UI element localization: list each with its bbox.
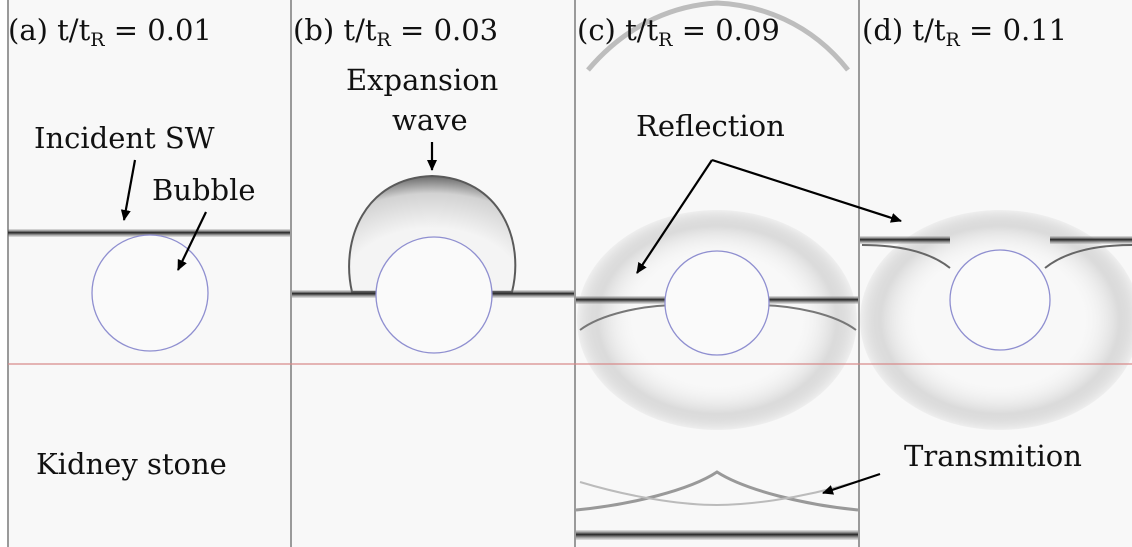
label-bubble: Bubble bbox=[152, 173, 256, 207]
bubble-b bbox=[375, 236, 493, 354]
shock-front-d-left bbox=[860, 236, 950, 244]
panel-label-a: (a) t/tR = 0.01 bbox=[8, 13, 212, 51]
shock-front-d-right bbox=[1050, 236, 1132, 244]
arrow-incident-sw bbox=[120, 159, 137, 221]
label-incident-sw: Incident SW bbox=[34, 121, 215, 155]
bubble-d bbox=[949, 249, 1051, 351]
arrow-reflection-d bbox=[711, 158, 902, 223]
incident-shock-front-a bbox=[8, 229, 290, 237]
transmitted-wave-c-lower bbox=[579, 481, 857, 507]
bubble-a bbox=[91, 234, 209, 352]
label-reflection: Reflection bbox=[636, 109, 785, 143]
label-wave: wave bbox=[392, 103, 468, 137]
transmitted-wave-c bbox=[575, 470, 859, 512]
bubble-c bbox=[664, 250, 770, 356]
arrow-reflection-c bbox=[636, 159, 713, 274]
arrow-transmition bbox=[822, 472, 881, 495]
label-transmition: Transmition bbox=[904, 439, 1082, 473]
label-expansion: Expansion bbox=[346, 63, 498, 97]
panel-label-d: (d) t/tR = 0.11 bbox=[862, 13, 1067, 51]
expansion-front-c bbox=[586, 0, 850, 72]
label-kidney-stone: Kidney stone bbox=[36, 447, 227, 481]
reflected-arc-d-right bbox=[1044, 244, 1132, 269]
transmitted-front-c bbox=[576, 530, 858, 540]
panel-label-c: (c) t/tR = 0.09 bbox=[577, 13, 780, 51]
reflected-arc-d-left bbox=[861, 244, 951, 269]
arrow-bubble bbox=[177, 211, 207, 271]
panel-label-b: (b) t/tR = 0.03 bbox=[293, 13, 498, 51]
